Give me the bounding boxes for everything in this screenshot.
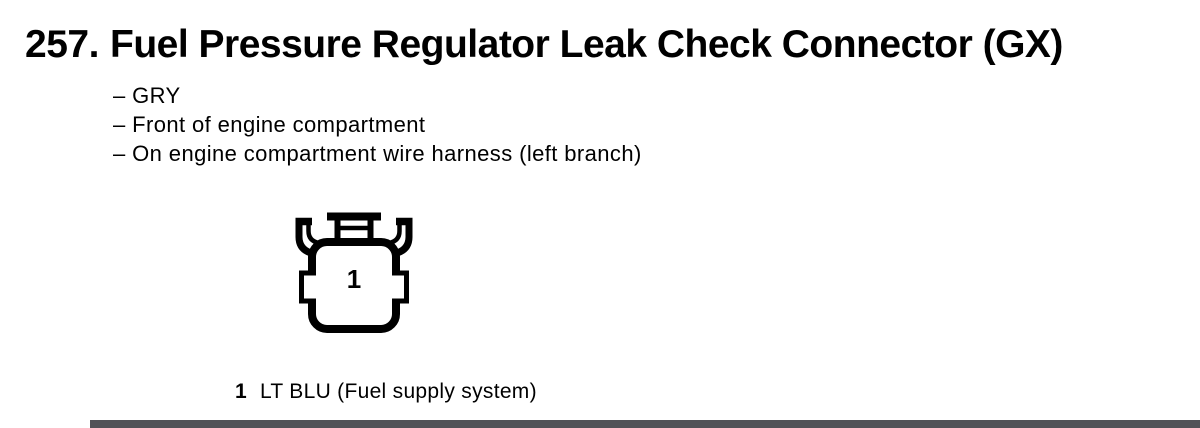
section-title-text: Fuel Pressure Regulator Leak Check Conne… [110, 23, 1063, 66]
cavity-number: 1 [347, 264, 361, 294]
right-clip-bump [392, 270, 409, 304]
section-number: 257. [25, 23, 99, 66]
detail-list: – GRY – Front of engine compartment – On… [113, 81, 642, 168]
pinout-legend: 1 LT BLU (Fuel supply system) [235, 380, 537, 404]
right-hook-inner [388, 221, 402, 246]
detail-item-harness: – On engine compartment wire harness (le… [113, 141, 642, 166]
connector-diagram-icon: 1 [295, 212, 413, 333]
left-hook-inner [306, 221, 320, 246]
pin-number: 1 [235, 380, 247, 403]
pin-description: LT BLU (Fuel supply system) [259, 380, 537, 403]
detail-item-location: – Front of engine compartment [113, 112, 426, 137]
detail-item-color: – GRY [113, 83, 181, 108]
section-title: 257. Fuel Pressure Regulator Leak Check C… [25, 25, 1063, 64]
bottom-rule [90, 420, 1200, 428]
left-clip-bump [299, 270, 316, 304]
